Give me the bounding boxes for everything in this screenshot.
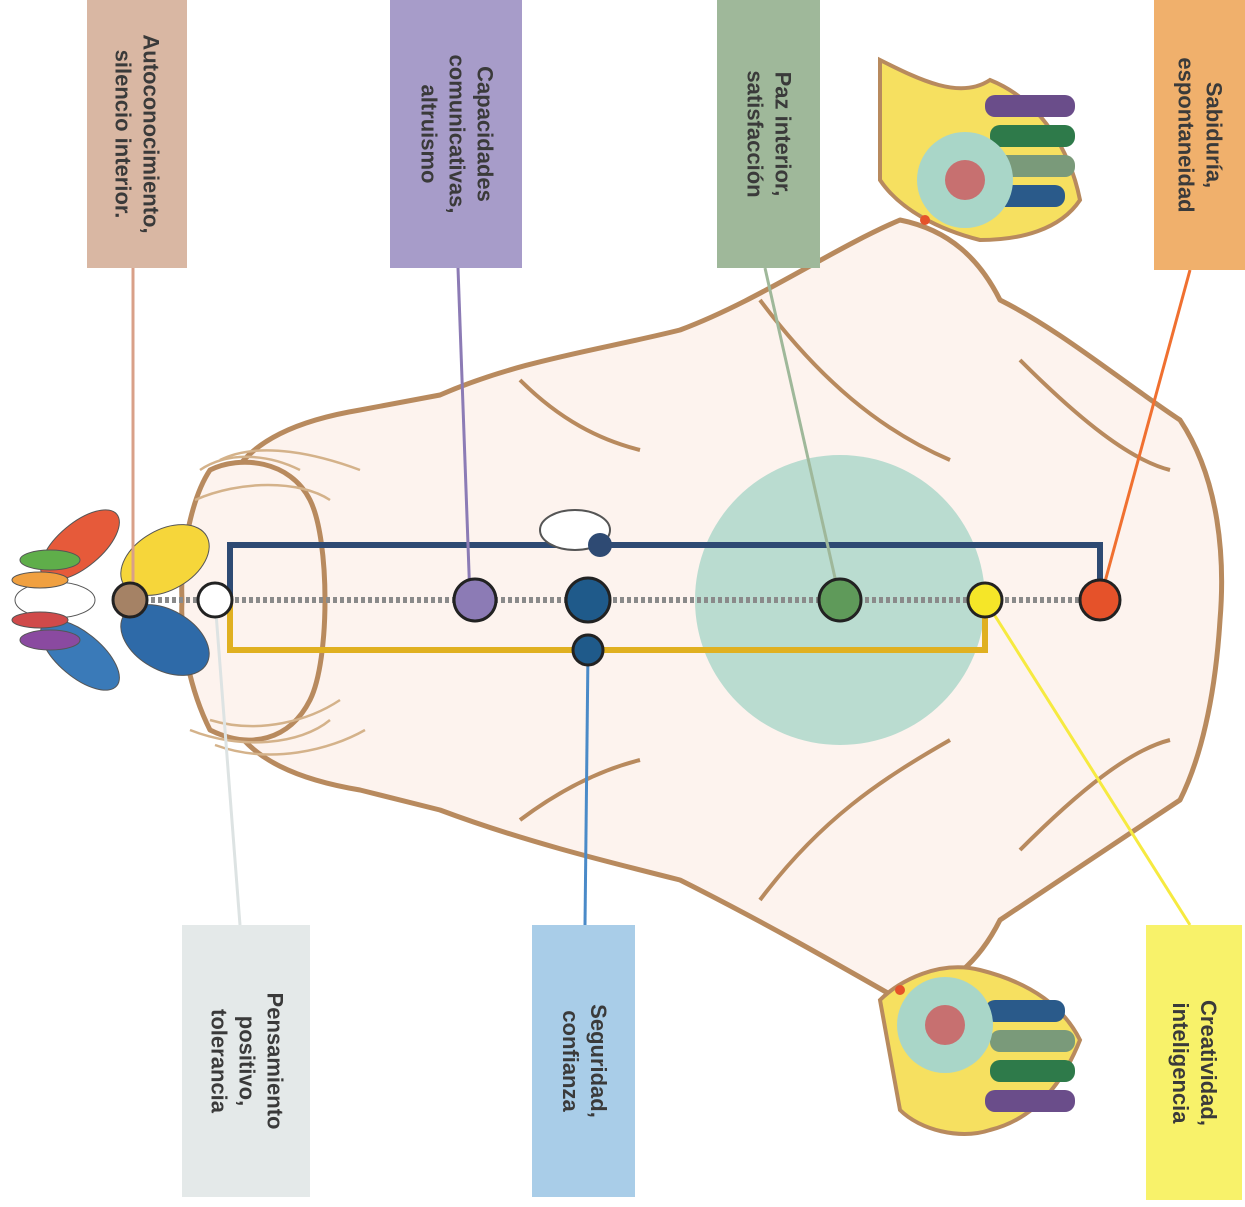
label-pensamiento-text: Pensamiento positivo, tolerancia bbox=[204, 993, 288, 1130]
label-creatividad: Creatividad, inteligencia bbox=[1146, 925, 1242, 1200]
chakra-solar bbox=[566, 578, 610, 622]
label-pensamiento: Pensamiento positivo, tolerancia bbox=[182, 925, 310, 1197]
chakra-throat bbox=[454, 579, 496, 621]
chakra-root bbox=[1080, 580, 1120, 620]
upper-hand bbox=[880, 60, 1080, 240]
label-autoconocimiento-text: Autoconocimiento, silencio interior. bbox=[109, 34, 165, 233]
label-capacidades: Capacidades comunicativas, altruismo bbox=[390, 0, 522, 268]
label-paz-text: Paz interior, satisfacción bbox=[741, 70, 797, 197]
label-sabiduria: Sabiduría, espontaneidad bbox=[1154, 0, 1245, 270]
chakra-third-eye bbox=[198, 583, 232, 617]
label-autoconocimiento: Autoconocimiento, silencio interior. bbox=[87, 0, 187, 268]
chakra-heart bbox=[819, 579, 861, 621]
lower-hand bbox=[880, 967, 1080, 1134]
label-sabiduria-text: Sabiduría, espontaneidad bbox=[1172, 57, 1228, 212]
label-creatividad-text: Creatividad, inteligencia bbox=[1166, 1000, 1222, 1126]
label-seguridad-text: Seguridad, confianza bbox=[556, 1004, 612, 1118]
label-capacidades-text: Capacidades comunicativas, altruismo bbox=[414, 55, 498, 214]
chakra-crown bbox=[113, 583, 147, 617]
chakra-solar-lower bbox=[573, 635, 603, 665]
chakra-sacral bbox=[968, 583, 1002, 617]
label-paz: Paz interior, satisfacción bbox=[717, 0, 820, 268]
label-seguridad: Seguridad, confianza bbox=[532, 925, 635, 1197]
